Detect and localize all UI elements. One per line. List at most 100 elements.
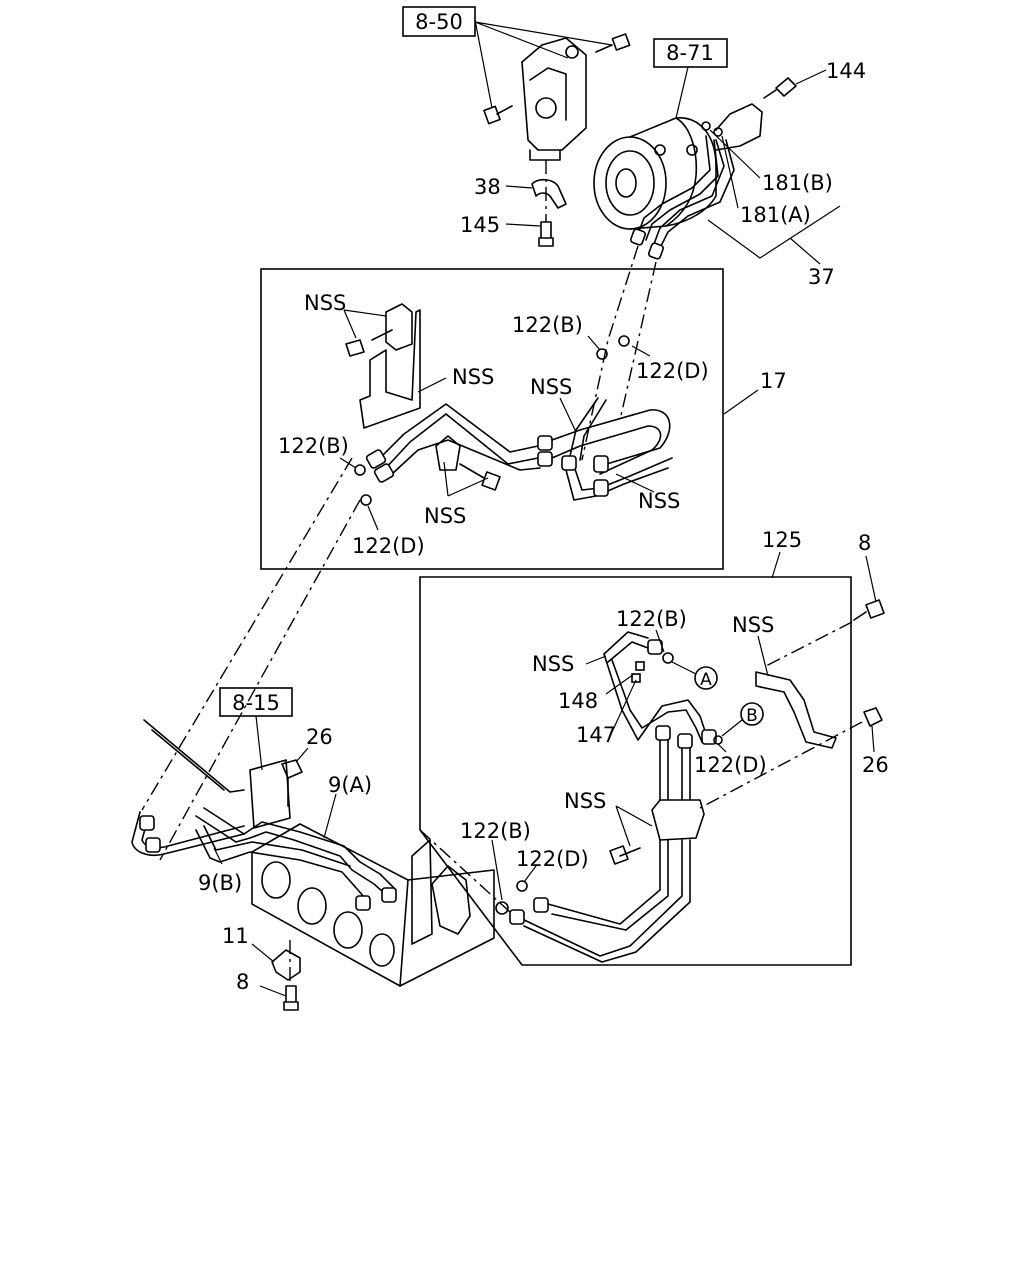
- leader-11: [251, 943, 275, 963]
- label-147: 147: [576, 723, 616, 747]
- label-26-right: 26: [862, 753, 889, 777]
- bolt-8-top-right: [853, 599, 885, 621]
- bolt-8-bottom: [283, 985, 299, 1011]
- pipes-9: [195, 807, 397, 911]
- compressor-hoses: [630, 135, 735, 260]
- label-181b: 181(B): [762, 171, 833, 195]
- nut-26-left: [281, 759, 303, 807]
- o-ring-122d-frame125-lower: [516, 880, 528, 892]
- leader-8-50: [474, 19, 613, 109]
- marker-a-label: A: [700, 670, 712, 690]
- centerline-frame17-left: [141, 457, 353, 811]
- ref-box-8-50[interactable]: 8-50: [402, 6, 476, 37]
- label-nss-4: NSS: [638, 489, 680, 513]
- nss-clip-top: [345, 303, 413, 357]
- leader-26-left: [295, 747, 309, 763]
- o-ring-122b-frame17-top: [596, 348, 608, 360]
- bolt-145: [538, 221, 554, 247]
- label-9a: 9(A): [328, 773, 372, 797]
- centerline-discharge: [619, 261, 657, 421]
- label-8-top: 8: [858, 531, 871, 555]
- centerline-bracket-nut: [699, 721, 863, 809]
- nss-bracket-plate: [359, 309, 421, 429]
- compressor[interactable]: [593, 103, 763, 230]
- leader-144: [795, 69, 827, 85]
- label-nss-1: NSS: [304, 291, 346, 315]
- label-148: 148: [558, 689, 598, 713]
- bracket-37: [707, 205, 841, 259]
- label-122b-3: 122(B): [616, 607, 687, 631]
- leader-nss-5: [443, 461, 489, 497]
- leader-nss-1: [343, 309, 387, 339]
- o-ring-122b-frame125-lower: [495, 901, 509, 915]
- leader-mark-a: [671, 661, 697, 675]
- label-17: 17: [760, 369, 787, 393]
- nss-bracket-right: [755, 671, 837, 749]
- leader-148: [605, 673, 635, 695]
- compressor-bracket: [521, 37, 587, 161]
- o-ring-122b-frame17-left: [354, 464, 366, 476]
- leader-122d-4: [523, 865, 537, 883]
- bolt-8-50-left: [483, 105, 513, 125]
- ref-box-8-71[interactable]: 8-71: [653, 38, 728, 68]
- o-ring-122d-frame17-top: [618, 335, 630, 347]
- leader-8-15: [255, 715, 263, 771]
- leader-8-top: [865, 555, 877, 603]
- label-nss-6: NSS: [732, 613, 774, 637]
- leader-122b-2: [339, 457, 357, 469]
- centerline-bracket-right: [765, 621, 853, 667]
- clip-11: [271, 949, 301, 981]
- leader-mark-b: [721, 719, 743, 737]
- label-122d-4: 122(D): [516, 847, 589, 871]
- leader-147: [611, 679, 637, 733]
- label-122b-2: 122(B): [278, 434, 349, 458]
- leader-181b: [709, 129, 761, 179]
- label-125: 125: [762, 528, 802, 552]
- nss-clip-frame125: [609, 799, 705, 865]
- leader-122d-3: [717, 743, 727, 753]
- ref-box-8-15[interactable]: 8-15: [219, 687, 293, 717]
- o-ring-181b: [701, 121, 711, 131]
- marker-b-label: B: [746, 706, 758, 726]
- label-nss-3: NSS: [530, 375, 572, 399]
- ref-box-8-15-label: 8-15: [232, 691, 280, 715]
- marker-a: A: [694, 666, 718, 690]
- label-122d-1: 122(D): [636, 359, 709, 383]
- evaporator-block: [251, 823, 495, 987]
- marker-b: B: [740, 702, 764, 726]
- leader-145: [505, 223, 541, 227]
- label-122b-4: 122(B): [460, 819, 531, 843]
- leader-125: [771, 551, 781, 579]
- leader-181a: [721, 135, 739, 209]
- label-8-bottom: 8: [236, 970, 249, 994]
- nss-clip-lower: [435, 435, 501, 491]
- label-144: 144: [826, 59, 866, 83]
- ref-box-8-50-label: 8-50: [415, 10, 463, 34]
- label-122d-2: 122(D): [352, 534, 425, 558]
- bolt-8-50-right: [595, 33, 631, 53]
- fitting-144: [763, 77, 797, 99]
- leader-122b-3: [655, 629, 665, 653]
- centerline-frame17-right: [159, 499, 361, 861]
- clip-38: [531, 178, 567, 209]
- group-frame-125: [419, 576, 852, 966]
- leader-9a: [323, 793, 337, 839]
- label-nss-8: NSS: [564, 789, 606, 813]
- o-ring-181a: [713, 127, 723, 137]
- expansion-valve: [411, 839, 471, 945]
- leader-8-71: [675, 66, 689, 119]
- label-38: 38: [474, 175, 501, 199]
- label-nss-5: NSS: [424, 504, 466, 528]
- leader-nss-7: [585, 655, 607, 665]
- label-122d-3: 122(D): [694, 753, 767, 777]
- long-pipe-lower-left: [131, 719, 245, 857]
- centerline-suction: [581, 245, 639, 461]
- leader-nss-4: [615, 473, 655, 493]
- label-11: 11: [222, 924, 249, 948]
- leader-122d-1: [631, 345, 651, 357]
- leader-nss-6: [757, 635, 769, 677]
- leader-9b: [213, 847, 223, 865]
- label-nss-2: NSS: [452, 365, 494, 389]
- label-181a: 181(A): [740, 203, 811, 227]
